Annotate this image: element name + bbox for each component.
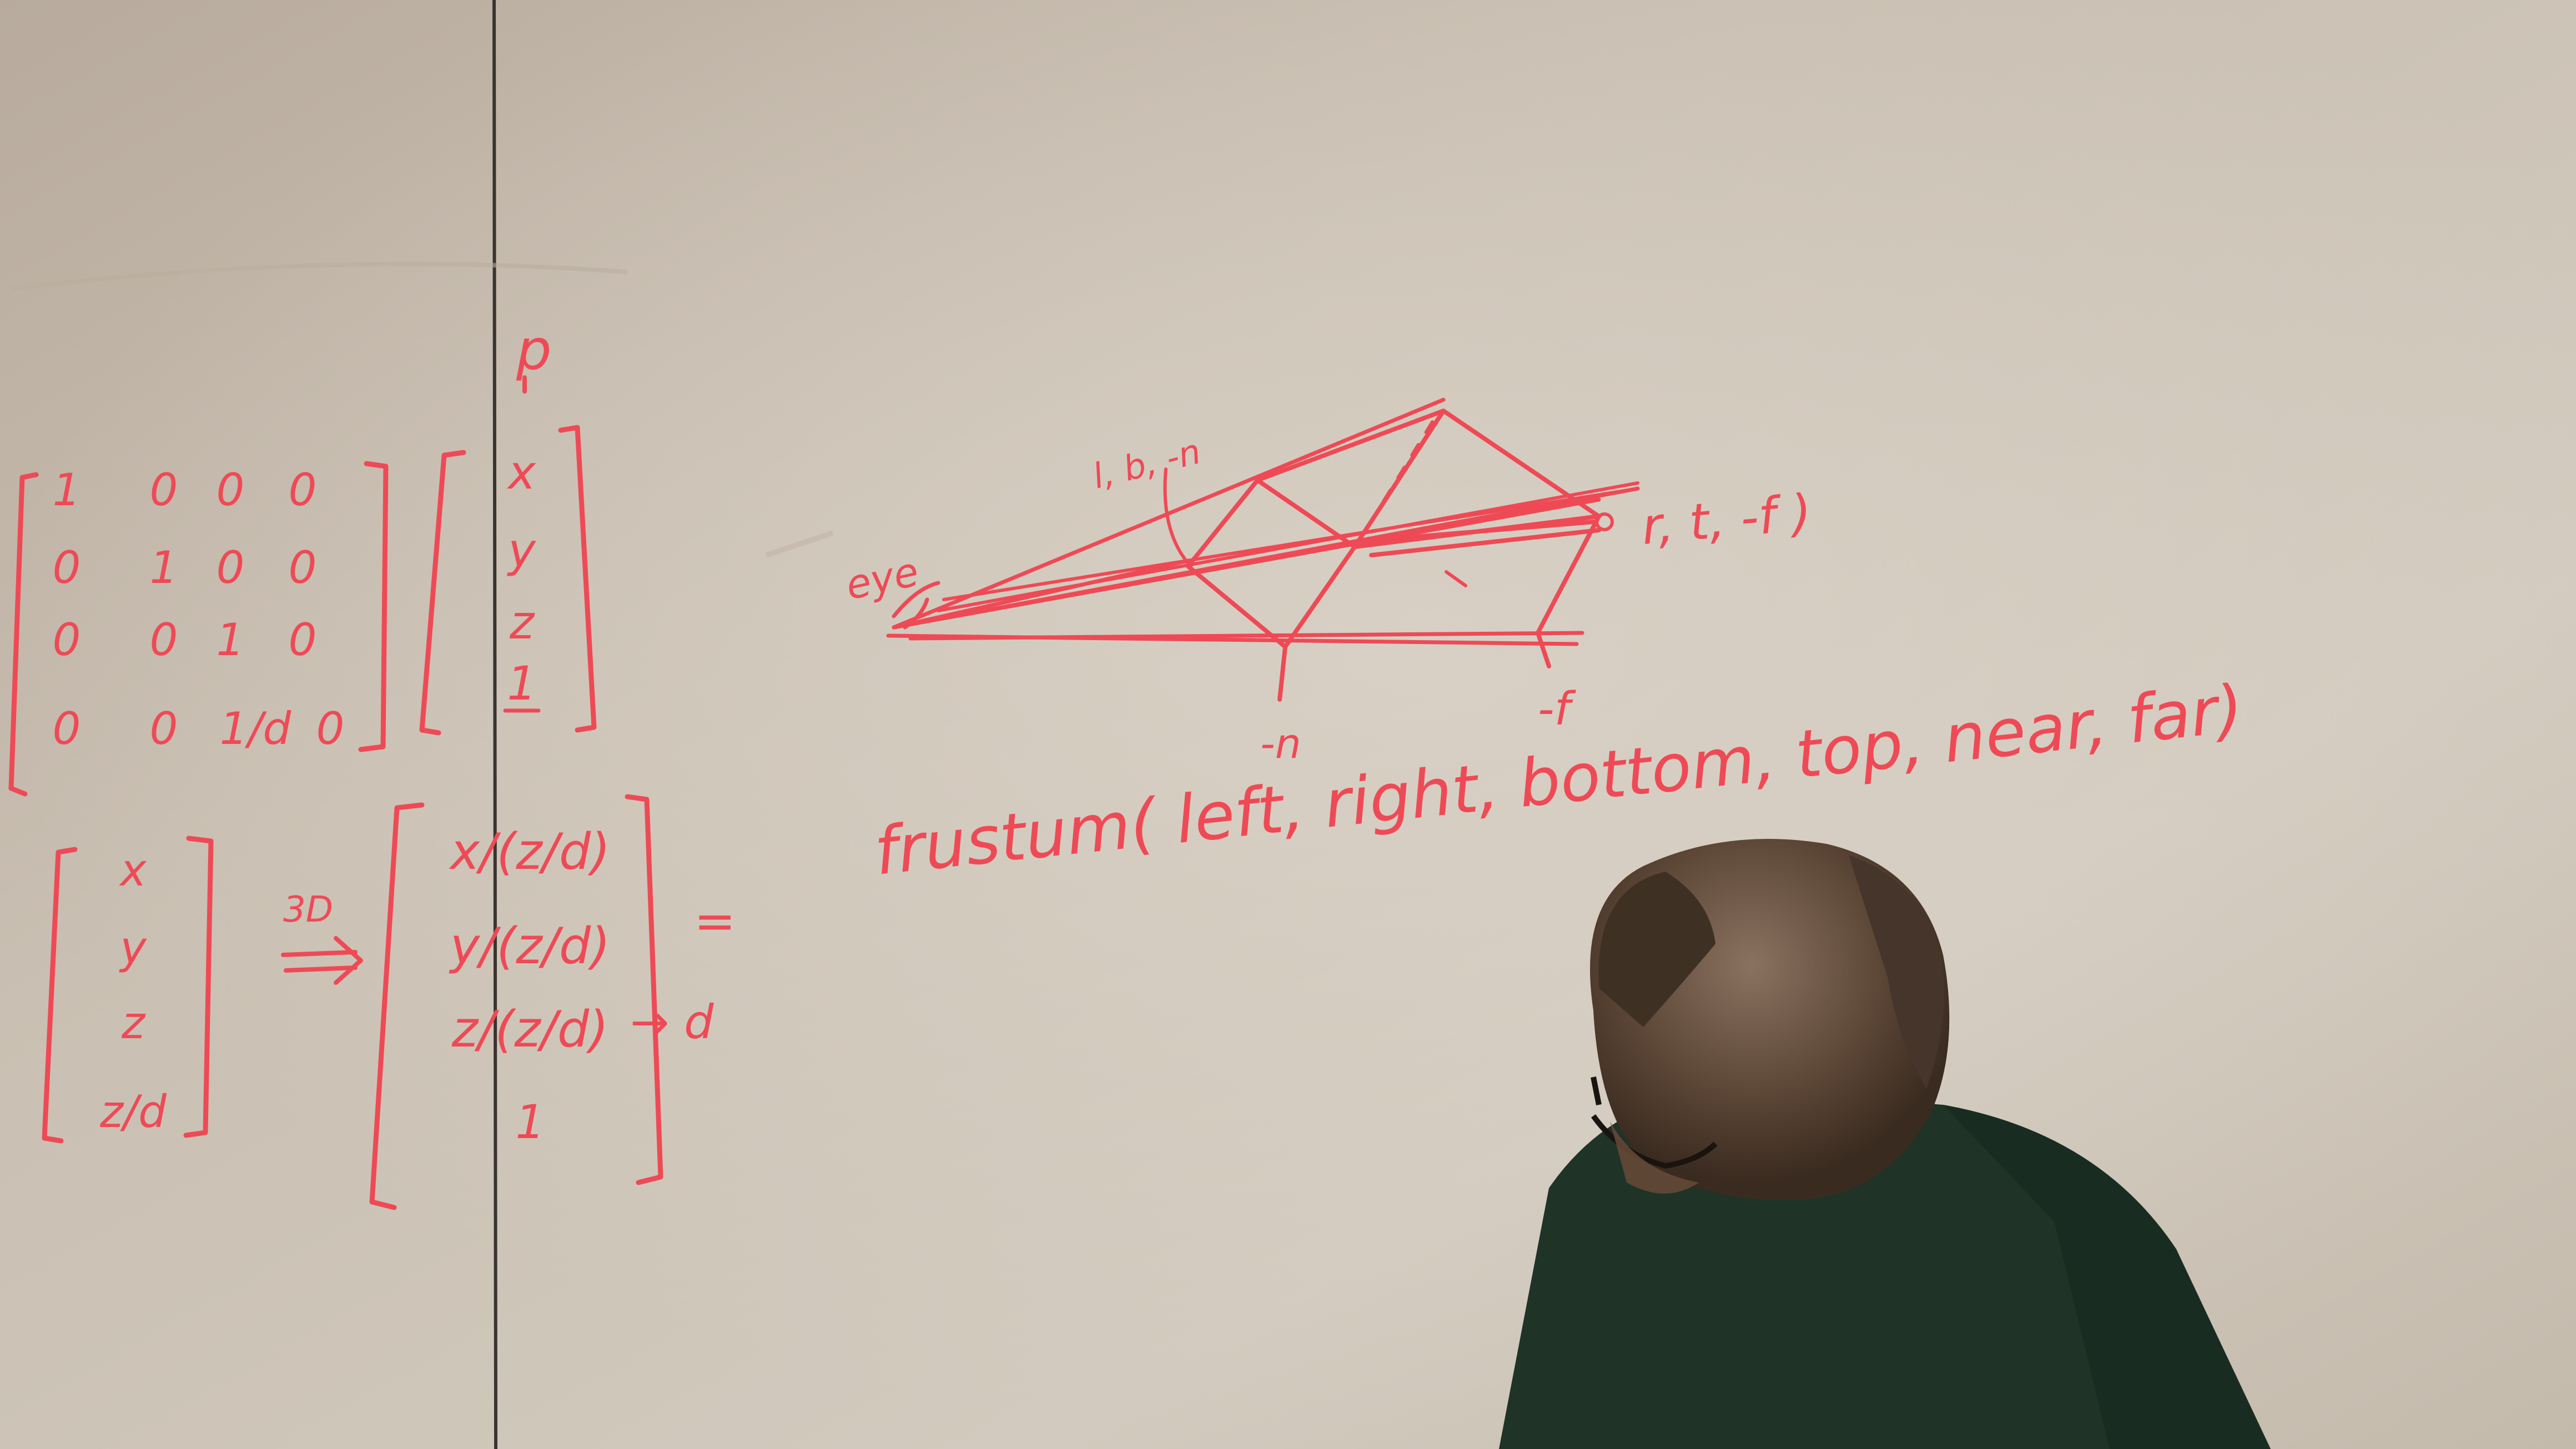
- p-label: p: [516, 318, 551, 383]
- instructor: [1499, 839, 2271, 1449]
- erased-mark: [765, 530, 834, 558]
- far-edge: [1255, 409, 1446, 482]
- left-bracket: [8, 472, 39, 797]
- vector-entry: y: [119, 922, 147, 974]
- right-bracket: [625, 794, 663, 1185]
- shirt-shade: [1943, 1105, 2271, 1449]
- frustum-line: [942, 487, 1639, 601]
- far-edge: [1369, 528, 1601, 557]
- arrow-label: 3D: [283, 889, 333, 930]
- left-bracket: [369, 802, 425, 1210]
- matrix-cell: 0: [150, 614, 178, 666]
- far-tick-label: -f: [1538, 683, 1577, 736]
- erased-mark: [11, 261, 628, 291]
- far-edge: [1358, 520, 1596, 544]
- matrix-cell: 0: [217, 542, 245, 593]
- matrix-cell: 0: [316, 703, 345, 754]
- vector-entry: z/d: [99, 1086, 167, 1138]
- matrix-cell: 0: [289, 614, 317, 666]
- glasses: [1591, 1076, 1718, 1169]
- vector-entry: x: [118, 844, 147, 896]
- dashed-hidden-edge: [1445, 570, 1467, 587]
- vector-entry: x/(z/d): [449, 823, 611, 881]
- arrow-to-d: → d: [630, 995, 714, 1049]
- label-leader: [1163, 467, 1193, 568]
- vector-entry: y/(z/d): [449, 917, 611, 975]
- right-bracket: [183, 836, 214, 1138]
- matrix-cell: 0: [53, 614, 81, 666]
- equals-sign: =: [694, 892, 736, 950]
- left-bracket: [419, 450, 466, 736]
- matrix-cell: 1: [217, 614, 245, 666]
- frustum-line: [892, 497, 1601, 630]
- implies-arrow: [281, 936, 363, 985]
- left-bracket: [42, 847, 78, 1144]
- board-divider: [492, 0, 497, 1449]
- matrix-cell: 1: [150, 542, 178, 593]
- matrix-cell: 0: [150, 703, 178, 754]
- frustum-line: [908, 631, 1584, 641]
- matrix-cell: 0: [289, 542, 317, 593]
- vector-entry: 1: [515, 1095, 545, 1149]
- vector-entry: x: [506, 445, 536, 500]
- near-tick-label: -n: [1260, 720, 1301, 768]
- eye-symbol: [892, 581, 940, 630]
- matrix-cell: 0: [53, 703, 81, 754]
- hair: [1849, 855, 1944, 1088]
- vector-entry: y: [506, 523, 536, 577]
- far-tick: [1536, 631, 1551, 668]
- frustum-line: [892, 398, 1446, 630]
- frustum-diagram: eye l, b, -n r, t, -f ) -n -f: [842, 398, 1814, 768]
- p-vector: xyz 1: [419, 425, 597, 736]
- result-vector: x/(z/d) y/(z/d) z/(z/d) 1: [369, 794, 663, 1210]
- vector-entry: z: [509, 595, 535, 650]
- matrix-cell: 0: [150, 464, 178, 516]
- frustum-line: [892, 559, 1190, 630]
- vector-entry: z/(z/d): [451, 1000, 608, 1059]
- near-tick: [1277, 645, 1287, 702]
- frustum-line: [937, 481, 1639, 612]
- matrix-cell: 1: [53, 464, 81, 516]
- dashed-hidden-edge: [1364, 420, 1434, 532]
- right-bracket: [358, 461, 389, 752]
- corner-marker: [1595, 512, 1614, 531]
- matrix-cell: 0: [53, 542, 81, 593]
- matrix-cell: 0: [217, 464, 245, 516]
- face: [1610, 1121, 1699, 1194]
- vector-entry: z: [121, 997, 146, 1049]
- homogeneous-vector: xyz z/d: [42, 836, 214, 1144]
- matrix-cell: 1/d: [220, 703, 292, 754]
- right-bracket: [558, 425, 597, 733]
- matrix-cell: 0: [289, 464, 317, 516]
- vector-entry: 1: [507, 656, 536, 711]
- hair: [1598, 872, 1715, 1027]
